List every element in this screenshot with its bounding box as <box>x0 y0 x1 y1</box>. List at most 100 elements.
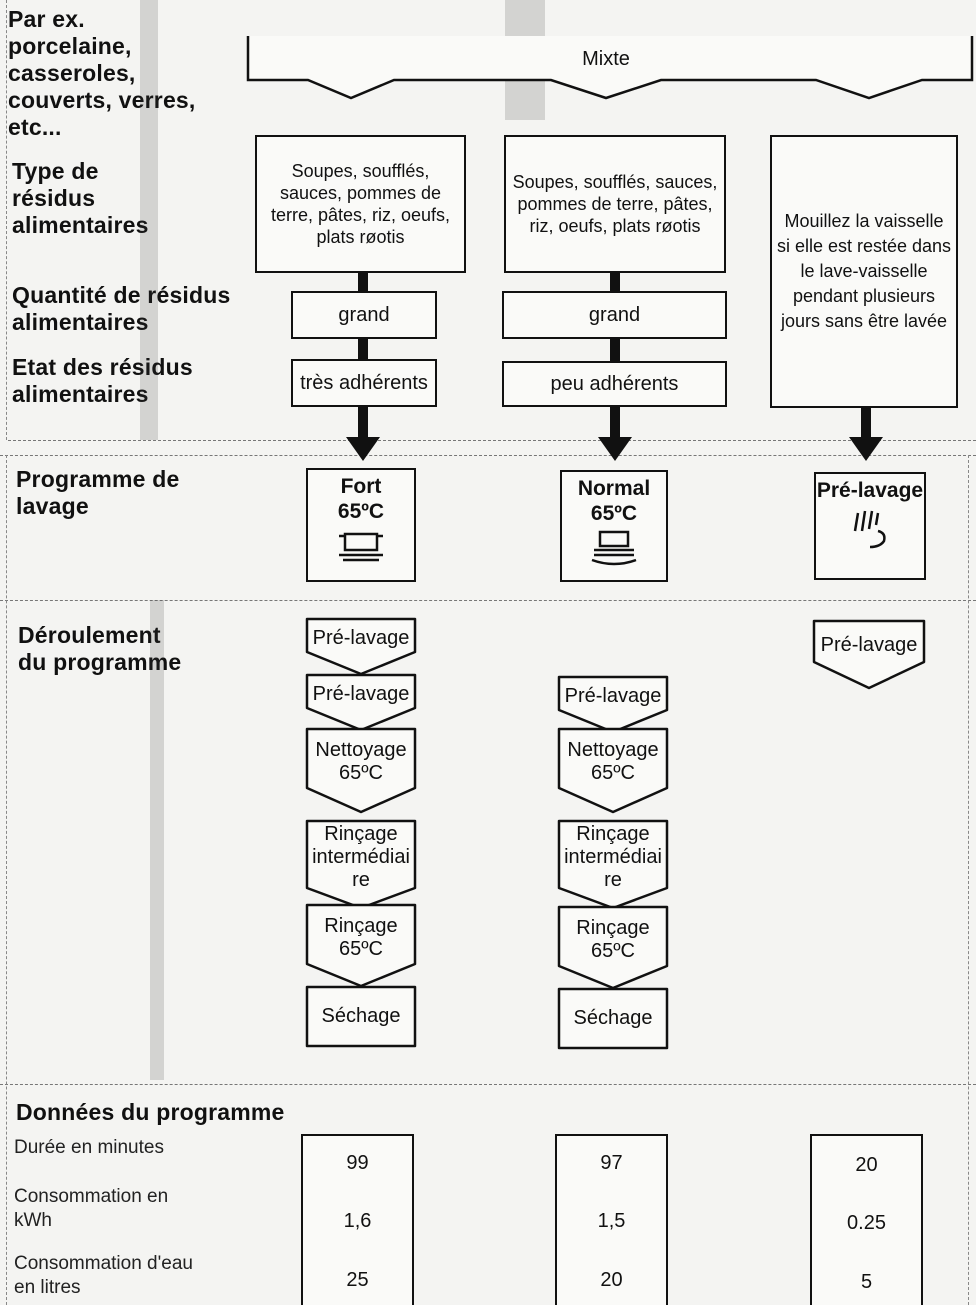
step-label-line: re <box>352 869 370 891</box>
label-type-3: alimentaires <box>12 212 149 238</box>
step-shape <box>812 619 926 690</box>
program-name: Normal <box>577 477 651 500</box>
note-box: Mouillez la vaisselle si elle est restée… <box>770 135 958 408</box>
step-label-line: Séchage <box>573 1006 653 1029</box>
spray-hand-icon <box>853 510 886 549</box>
residus-type-box: Soupes, soufflés, sauces, pommes de terr… <box>504 135 726 273</box>
duree-value: 20 <box>855 1154 878 1176</box>
step-label: Pré-lavage <box>558 685 668 708</box>
label-conso-kwh-2: kWh <box>14 1210 52 1231</box>
arrow-down-icon <box>849 437 883 461</box>
label-porcelaine: porcelaine, <box>8 33 132 59</box>
step-shape <box>305 673 417 732</box>
step-label-line: Pré-lavage <box>820 634 918 657</box>
program-temp: 65ºC <box>590 502 638 525</box>
flow-connector <box>358 407 368 440</box>
step-label-line: 65ºC <box>591 762 635 785</box>
label-donnees: Données du programme <box>16 1099 285 1125</box>
step-label: Séchage <box>558 1007 668 1030</box>
step-shape <box>305 903 417 988</box>
step-shape <box>557 819 669 910</box>
flow-connector <box>358 339 368 359</box>
program-prelavage: Pré-lavage <box>814 472 926 580</box>
label-programme-2: lavage <box>16 493 89 519</box>
scan-noise <box>150 600 164 1080</box>
step-label-line: Rinçage <box>324 823 398 845</box>
program-name: Fort <box>340 475 382 498</box>
etat-box: peu adhérents <box>502 361 727 407</box>
label-etat-2: alimentaires <box>12 381 149 407</box>
label-duree: Durée en minutes <box>14 1137 164 1158</box>
quantite-box: grand <box>291 291 437 339</box>
label-couverts: couverts, verres, <box>8 87 196 113</box>
label-conso-eau-1: Consommation d'eau <box>14 1253 193 1274</box>
label-conso-eau-2: en litres <box>14 1277 81 1298</box>
program-name: Pré-lavage <box>816 479 924 502</box>
program-temp: 65ºC <box>337 500 385 523</box>
step-label-line: Rinçage <box>576 823 650 845</box>
step-shape <box>557 987 669 1050</box>
step-shape <box>305 985 417 1048</box>
flow-connector <box>610 407 620 440</box>
step-label-line: 65ºC <box>339 762 383 785</box>
arrow-down-icon <box>346 437 380 461</box>
kwh-value: 0.25 <box>847 1212 886 1234</box>
step-label-line: Nettoyage <box>567 739 659 762</box>
duree-value: 97 <box>600 1152 623 1174</box>
label-quantite-1: Quantité de résidus <box>12 282 231 308</box>
scan-noise <box>140 0 158 440</box>
step-label: Séchage <box>306 1005 416 1028</box>
label-type-1: Type de <box>12 158 99 184</box>
step-label-line: Nettoyage <box>315 739 407 762</box>
program-step: Pré-lavage <box>812 619 926 690</box>
label-type-2: résidus <box>12 185 96 211</box>
step-label: Pré-lavage <box>813 634 925 657</box>
etat-box: très adhérents <box>291 359 437 407</box>
program-step: Pré-lavage <box>557 675 669 734</box>
step-label-line: 65ºC <box>339 937 383 960</box>
flow-connector <box>861 408 871 440</box>
step-label: Pré-lavage <box>306 683 416 706</box>
step-shape <box>305 727 417 814</box>
step-label-line: Pré-lavage <box>564 685 662 708</box>
step-label-line: intermédiai <box>312 846 410 868</box>
label-programme-1: Programme de <box>16 466 180 492</box>
step-shape <box>557 905 669 990</box>
mixte-banner <box>246 36 974 100</box>
label-conso-kwh-1: Consommation en <box>14 1186 169 1207</box>
arrow-down-icon <box>598 437 632 461</box>
step-label-line: Séchage <box>321 1004 401 1027</box>
eau-value: 20 <box>600 1269 623 1291</box>
step-shape <box>305 819 417 910</box>
kwh-value: 1,6 <box>343 1210 372 1232</box>
step-shape <box>557 727 669 814</box>
program-step: Séchage <box>557 987 669 1050</box>
dishes-icon <box>591 530 637 566</box>
program-fort: Fort 65ºC <box>306 468 416 582</box>
separator-line <box>968 455 969 1305</box>
step-label: Pré-lavage <box>306 627 416 650</box>
quantite-box: grand <box>502 291 727 339</box>
label-etat-1: Etat des résidus <box>12 354 193 380</box>
step-label-line: re <box>604 869 622 891</box>
step-label-line: Pré-lavage <box>312 627 410 650</box>
flow-connector <box>610 273 620 291</box>
label-etc: etc... <box>8 114 62 140</box>
label-deroulement-1: Déroulement <box>18 622 161 648</box>
step-label-line: Rinçage <box>324 914 398 937</box>
program-step: Pré-lavage <box>305 673 417 732</box>
data-box-normal: 97 1,5 20 <box>555 1134 668 1305</box>
mixte-label: Mixte <box>582 48 630 70</box>
label-casseroles: casseroles, <box>8 60 136 86</box>
